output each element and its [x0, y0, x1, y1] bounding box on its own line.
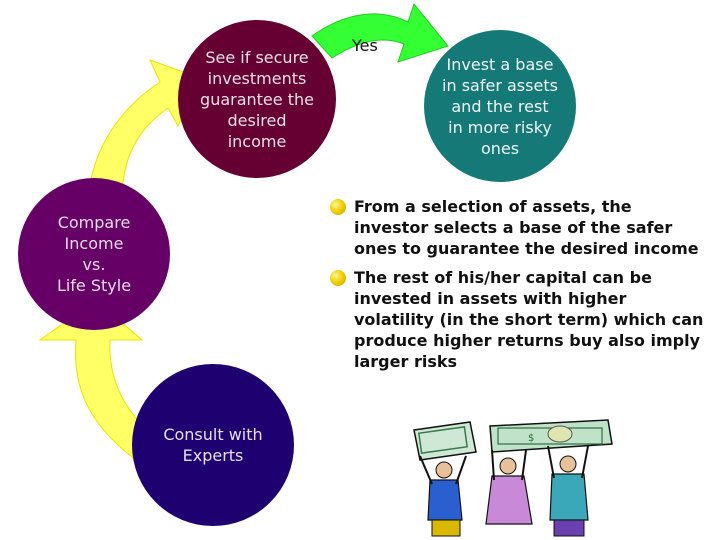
node-invest-base: Invest a base in safer assets and the re…	[424, 30, 576, 182]
bullet-item: From a selection of assets, the investor…	[330, 196, 710, 259]
svg-text:$: $	[528, 433, 534, 444]
node-compare-income: Compare Income vs. Life Style	[18, 178, 170, 330]
node-secure-investments: See if secure investments guarantee the …	[178, 20, 336, 178]
bullet-dot-icon	[330, 199, 346, 215]
bullet-text: The rest of his/her capital can be inves…	[354, 268, 704, 371]
arrow-secure-to-invest	[311, 2, 449, 63]
arrow-compare-to-secure	[87, 59, 201, 201]
bullet-item: The rest of his/her capital can be inves…	[330, 267, 710, 372]
bullet-list: From a selection of assets, the investor…	[330, 196, 710, 380]
node-consult-experts: Consult with Experts	[132, 364, 294, 526]
bullet-text: From a selection of assets, the investor…	[354, 197, 699, 258]
people-lifting-money-icon: $	[413, 419, 613, 537]
yes-label: Yes	[352, 36, 378, 55]
bullet-dot-icon	[330, 270, 346, 286]
